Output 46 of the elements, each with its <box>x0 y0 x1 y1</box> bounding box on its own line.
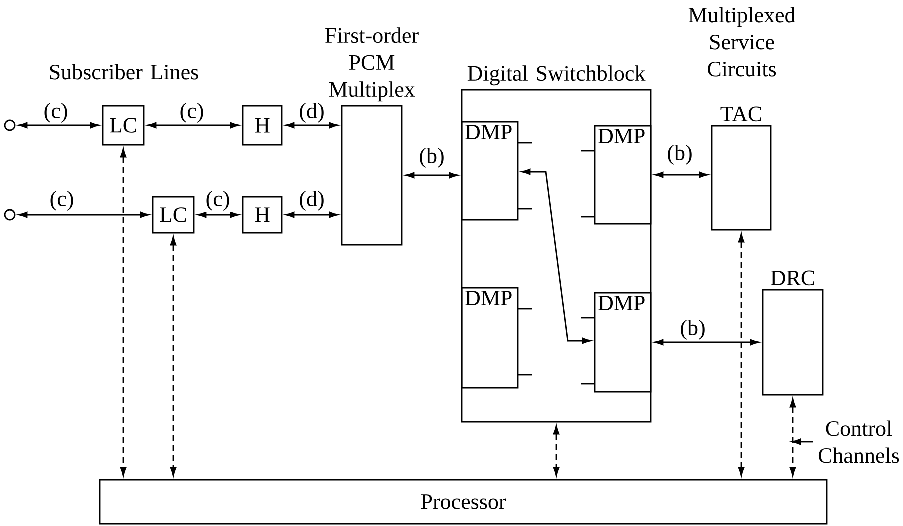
arrow <box>654 339 760 346</box>
line-circuit-box: LC <box>102 105 145 146</box>
control-arrow <box>738 234 745 476</box>
arrow <box>522 168 592 344</box>
multiplexer-box: First-order PCM Multiplex <box>326 28 419 246</box>
node-label: DRC <box>771 270 814 286</box>
edge-label: (b) <box>666 144 694 166</box>
edge-label: (c) <box>48 190 76 212</box>
dmp-box: DMP <box>461 287 519 389</box>
edge-label: (b) <box>418 147 446 169</box>
arrow <box>148 122 240 129</box>
arrow <box>18 212 150 218</box>
control-arrow <box>120 148 127 476</box>
heading-label: Subscriber Lines <box>50 64 198 80</box>
control-arrow <box>170 236 177 476</box>
service-circuit-box: TAC <box>711 106 772 231</box>
hybrid-box: H <box>242 196 283 234</box>
edge-label: (c) <box>42 102 70 124</box>
arrow <box>18 122 100 129</box>
node-label: Digital Switchblock <box>468 66 646 86</box>
leader-arrow <box>792 438 814 446</box>
control-arrow <box>790 398 796 476</box>
node-label: First-order PCM Multiplex <box>326 28 419 102</box>
service-circuit-box: DRC <box>762 270 824 396</box>
node-label: TAC <box>720 106 762 122</box>
line-circuit-box: LC <box>152 196 195 234</box>
control-channels-text: Control Channels <box>818 420 900 464</box>
edge-label: (b) <box>679 319 707 341</box>
arrow <box>286 212 338 218</box>
arrow <box>286 122 338 129</box>
dmp-box: DMP <box>461 121 519 221</box>
arrow <box>654 172 708 178</box>
dmp-box: DMP <box>594 125 652 225</box>
edge-label: (d) <box>298 190 326 212</box>
arrow <box>406 172 458 179</box>
heading-label: Multiplexed Service Circuits <box>688 7 796 77</box>
terminal-circle <box>4 120 16 132</box>
edge-label: (c) <box>204 190 232 212</box>
hybrid-box: H <box>242 105 283 146</box>
dmp-box: DMP <box>594 292 652 393</box>
processor-box: Processor <box>99 479 828 525</box>
terminal-circle <box>4 209 16 221</box>
arrow <box>198 212 240 218</box>
control-arrow <box>553 426 560 476</box>
edge-label: (d) <box>298 102 326 124</box>
edge-label: (c) <box>178 102 206 124</box>
